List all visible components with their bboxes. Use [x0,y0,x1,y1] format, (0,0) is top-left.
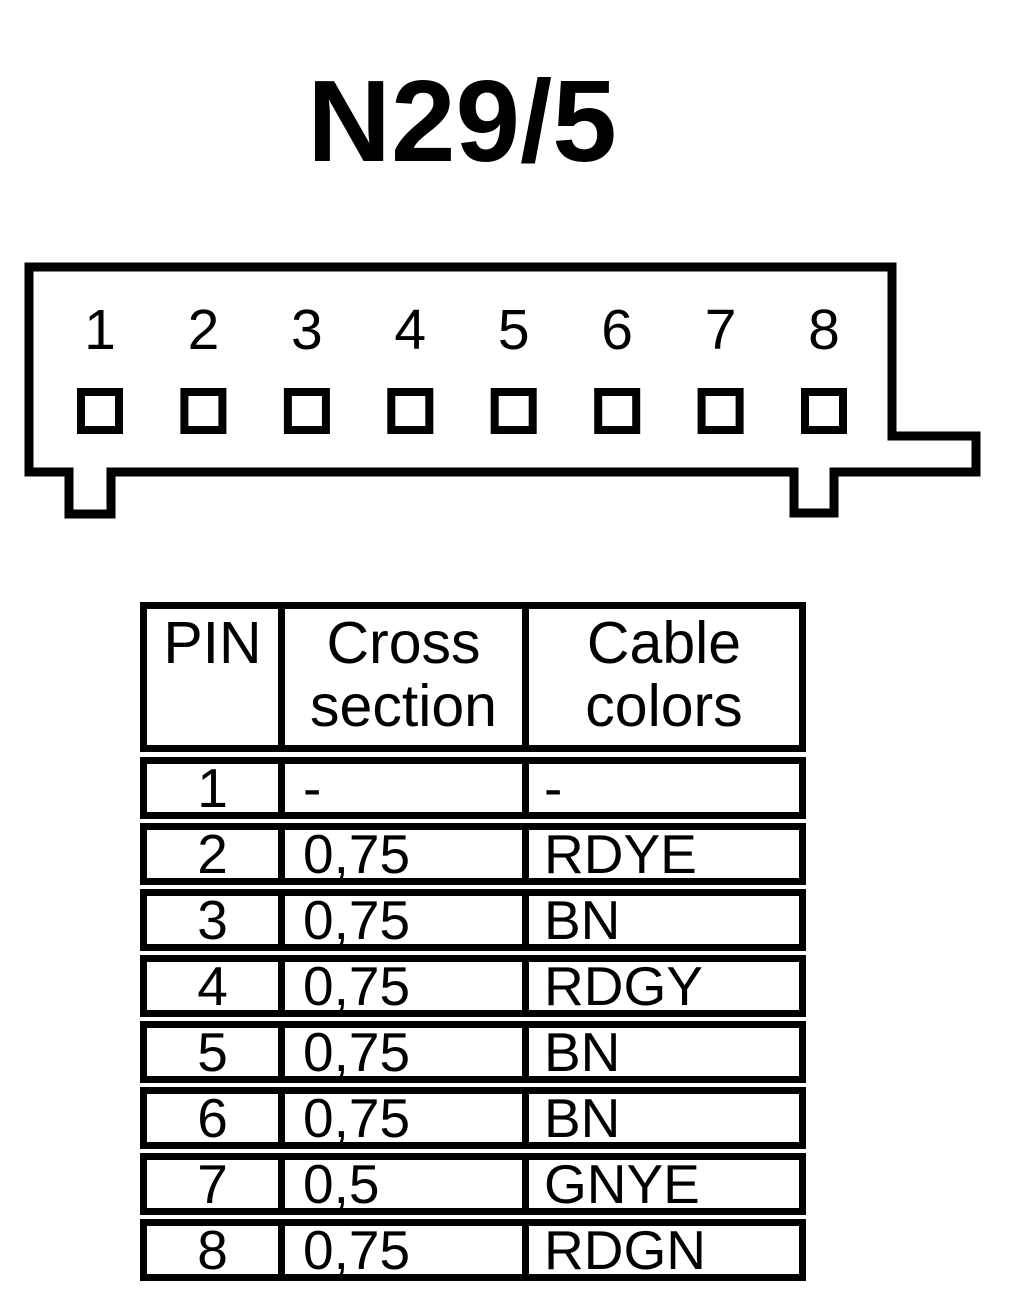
cell-pin: 8 [197,1218,228,1281]
cell-cable-color: - [522,760,799,815]
cell-cable-color: GNYE [522,1156,799,1211]
cell-cross-section: 0,75 [278,1090,522,1145]
cell-cross-section: 0,75 [278,1222,522,1277]
diagram-title: N29/5 [307,56,617,186]
cell-cross-section: 0,75 [278,1024,522,1079]
cell-pin: 4 [197,954,228,1017]
pin-slot [490,388,537,434]
connector-diagram [24,262,981,519]
pin-number: 6 [601,298,633,362]
cell-cable-color: RDGY [522,958,799,1013]
pin-number: 3 [291,298,323,362]
pin-number: 4 [394,298,427,362]
table-row: 1-- [140,757,806,819]
pin-slot [180,388,227,434]
header-pin: PIN [163,610,262,676]
header-cable-colors: Cable colors [522,609,799,745]
pin-slots-group [77,388,847,434]
cell-cable-color: RDYE [522,826,799,881]
cell-pin: 3 [197,888,228,951]
pin-number: 8 [808,298,840,362]
table-header-row: PIN Cross section Cable colors [140,602,806,752]
cell-cable-color: BN [522,892,799,947]
cell-cable-color: BN [522,1090,799,1145]
cell-pin: 6 [197,1086,228,1149]
pin-number: 7 [704,298,737,362]
pin-slot [77,388,123,434]
connector-outline [24,262,981,519]
cell-cross-section: 0,75 [278,826,522,881]
cell-pin: 5 [197,1020,228,1083]
cell-pin: 1 [197,756,228,819]
cell-cross-section: 0,5 [278,1156,522,1211]
cell-pin: 7 [197,1152,228,1215]
pin-slot [697,388,744,434]
cell-cable-color: BN [522,1024,799,1079]
cell-cable-color: RDGN [522,1222,799,1277]
cell-cross-section: 0,75 [278,958,522,1013]
pin-slot [594,388,641,434]
pin-slot [283,388,330,434]
cell-cross-section: 0,75 [278,892,522,947]
pin-slot [801,388,847,434]
pin-number: 1 [84,298,116,362]
pin-number: 5 [497,298,530,362]
pin-number: 2 [187,298,220,362]
cell-pin: 2 [197,822,228,885]
cell-cross-section: - [278,760,522,815]
pin-slot [387,388,434,434]
header-cross-section: Cross section [278,609,522,745]
